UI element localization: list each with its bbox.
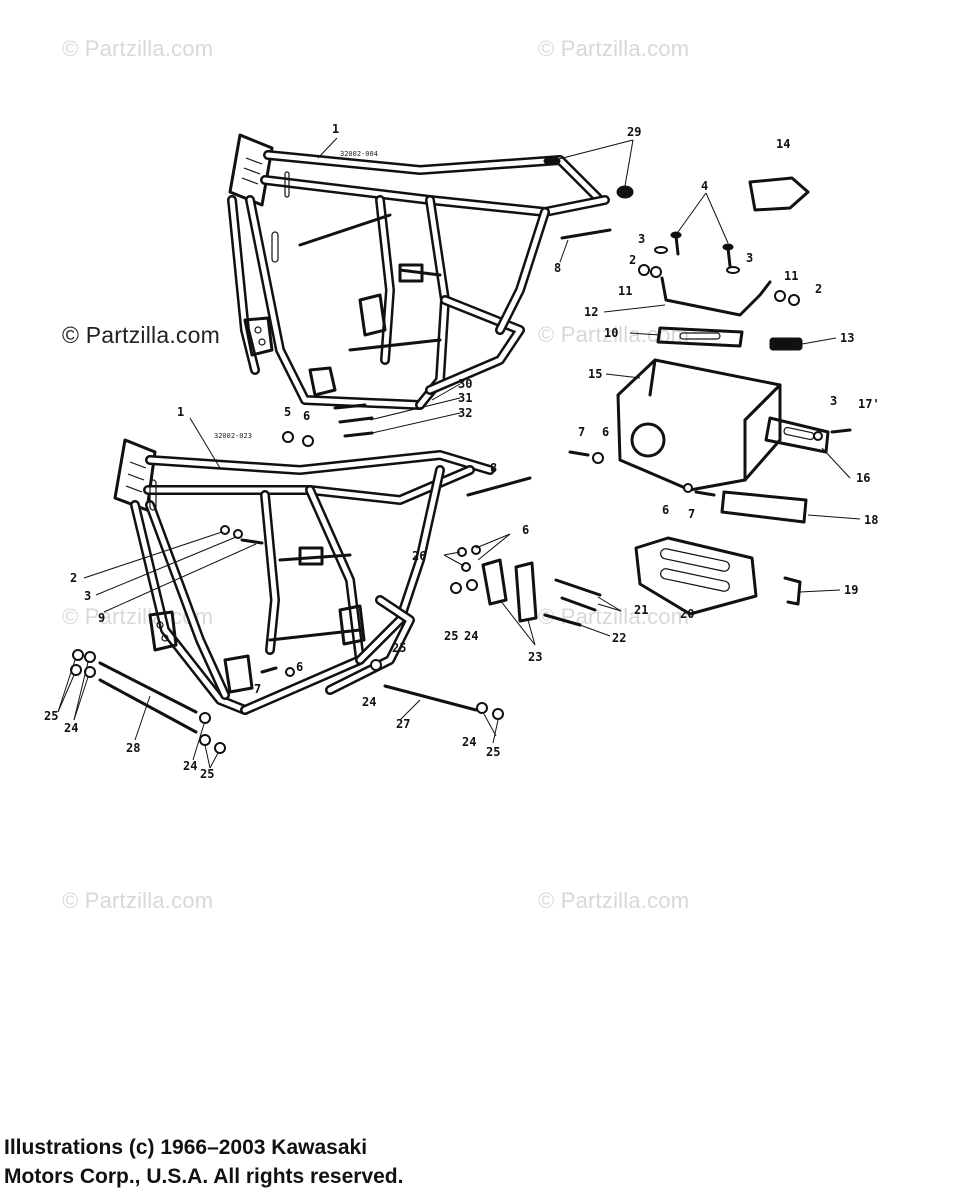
callout-31: 31 xyxy=(458,391,472,405)
steering-head-upper xyxy=(228,133,274,207)
pad-14 xyxy=(748,176,810,212)
copyright-notice: Illustrations (c) 1966–2003 Kawasaki Mot… xyxy=(4,1133,403,1191)
bracket-8-lower xyxy=(466,476,532,497)
callout-3-a: 3 xyxy=(638,232,645,246)
callout-19: 19 xyxy=(844,583,858,597)
callout-25-b: 25 xyxy=(392,641,406,655)
steering-head-lower xyxy=(113,438,157,512)
part-number-upper-frame: 32002-004 xyxy=(340,150,378,158)
callout-20: 20 xyxy=(680,607,694,621)
callout-16: 16 xyxy=(856,471,870,485)
copyright-line-2: Motors Corp., U.S.A. All rights reserved… xyxy=(4,1165,404,1188)
watermark-top-right: © Partzilla.com xyxy=(538,36,690,61)
callout-13: 13 xyxy=(840,331,854,345)
rod-28a xyxy=(98,661,198,714)
tray-20 xyxy=(634,536,758,616)
callout-25-c: 25 xyxy=(44,709,58,723)
watermark-bottom-right: © Partzilla.com xyxy=(538,888,690,913)
pad-18 xyxy=(720,490,808,524)
callout-11-b: 11 xyxy=(784,269,798,283)
copyright-line-1: Illustrations (c) 1966–2003 Kawasaki xyxy=(4,1136,368,1159)
callout-2-c: 2 xyxy=(70,571,77,585)
callout-1-upper: 1 xyxy=(332,122,339,136)
cap-29a xyxy=(543,156,561,166)
callout-32: 32 xyxy=(458,406,472,420)
battery-box-15 xyxy=(616,358,782,492)
callout-3-b: 3 xyxy=(746,251,753,265)
strap-10 xyxy=(656,326,744,348)
callout-26: 26 xyxy=(412,549,426,563)
callout-24-d: 24 xyxy=(462,735,476,749)
bracket-12 xyxy=(660,276,772,317)
callout-27: 27 xyxy=(396,717,410,731)
watermark-lower-right: © Partzilla.com xyxy=(538,604,690,629)
callout-14: 14 xyxy=(776,137,790,151)
callout-29: 29 xyxy=(627,125,641,139)
callout-9: 9 xyxy=(98,611,105,625)
callout-3-c: 3 xyxy=(830,394,837,408)
callout-6-c: 6 xyxy=(662,503,669,517)
callout-15: 15 xyxy=(588,367,602,381)
watermark-bottom-left: © Partzilla.com xyxy=(62,888,214,913)
cap-29b xyxy=(616,185,634,199)
callout-25-d: 25 xyxy=(486,745,500,759)
frame-upper xyxy=(227,133,610,410)
callout-17: 17' xyxy=(858,397,880,411)
callout-25-a: 25 xyxy=(444,629,458,643)
callout-7-b: 7 xyxy=(688,507,695,521)
callout-3-d: 3 xyxy=(84,589,91,603)
callout-2-a: 2 xyxy=(629,253,636,267)
callout-22: 22 xyxy=(612,631,626,645)
pad-13 xyxy=(769,337,803,351)
callout-2-b: 2 xyxy=(815,282,822,296)
callout-18: 18 xyxy=(864,513,878,527)
rod-27 xyxy=(383,684,478,712)
callout-30: 30 xyxy=(458,377,472,391)
clip-19 xyxy=(783,576,802,606)
callout-6-b: 6 xyxy=(602,425,609,439)
callout-28: 28 xyxy=(126,741,140,755)
callout-1-lower: 1 xyxy=(177,405,184,419)
callout-24-c: 24 xyxy=(64,721,78,735)
rod-28b xyxy=(98,678,198,734)
callout-4: 4 xyxy=(701,179,708,193)
callout-7-a: 7 xyxy=(578,425,585,439)
watermark-mid-left: © Partzilla.com xyxy=(62,322,220,348)
callout-5: 5 xyxy=(284,405,291,419)
plate-23b xyxy=(514,561,538,623)
part-number-lower-frame: 32002-023 xyxy=(214,432,252,440)
callout-6-e: 6 xyxy=(296,660,303,674)
callout-8-lower: 8 xyxy=(490,461,497,475)
callout-25-e: 25 xyxy=(200,767,214,781)
callout-11-a: 11 xyxy=(618,284,632,298)
callout-24-e: 24 xyxy=(183,759,197,773)
leader-lines xyxy=(57,137,861,769)
watermark-top-left: © Partzilla.com xyxy=(62,36,214,61)
callout-24-b: 24 xyxy=(362,695,376,709)
callout-10: 10 xyxy=(604,326,618,340)
callout-23: 23 xyxy=(528,650,542,664)
callout-6-d: 6 xyxy=(522,523,529,537)
bracket-8-upper xyxy=(560,228,612,240)
callout-12: 12 xyxy=(584,305,598,319)
plate-23a xyxy=(481,558,508,606)
callout-6-a: 6 xyxy=(303,409,310,423)
callout-7-c: 7 xyxy=(254,682,261,696)
callout-8-upper: 8 xyxy=(554,261,561,275)
callout-21: 21 xyxy=(634,603,648,617)
callout-24-a: 24 xyxy=(464,629,478,643)
